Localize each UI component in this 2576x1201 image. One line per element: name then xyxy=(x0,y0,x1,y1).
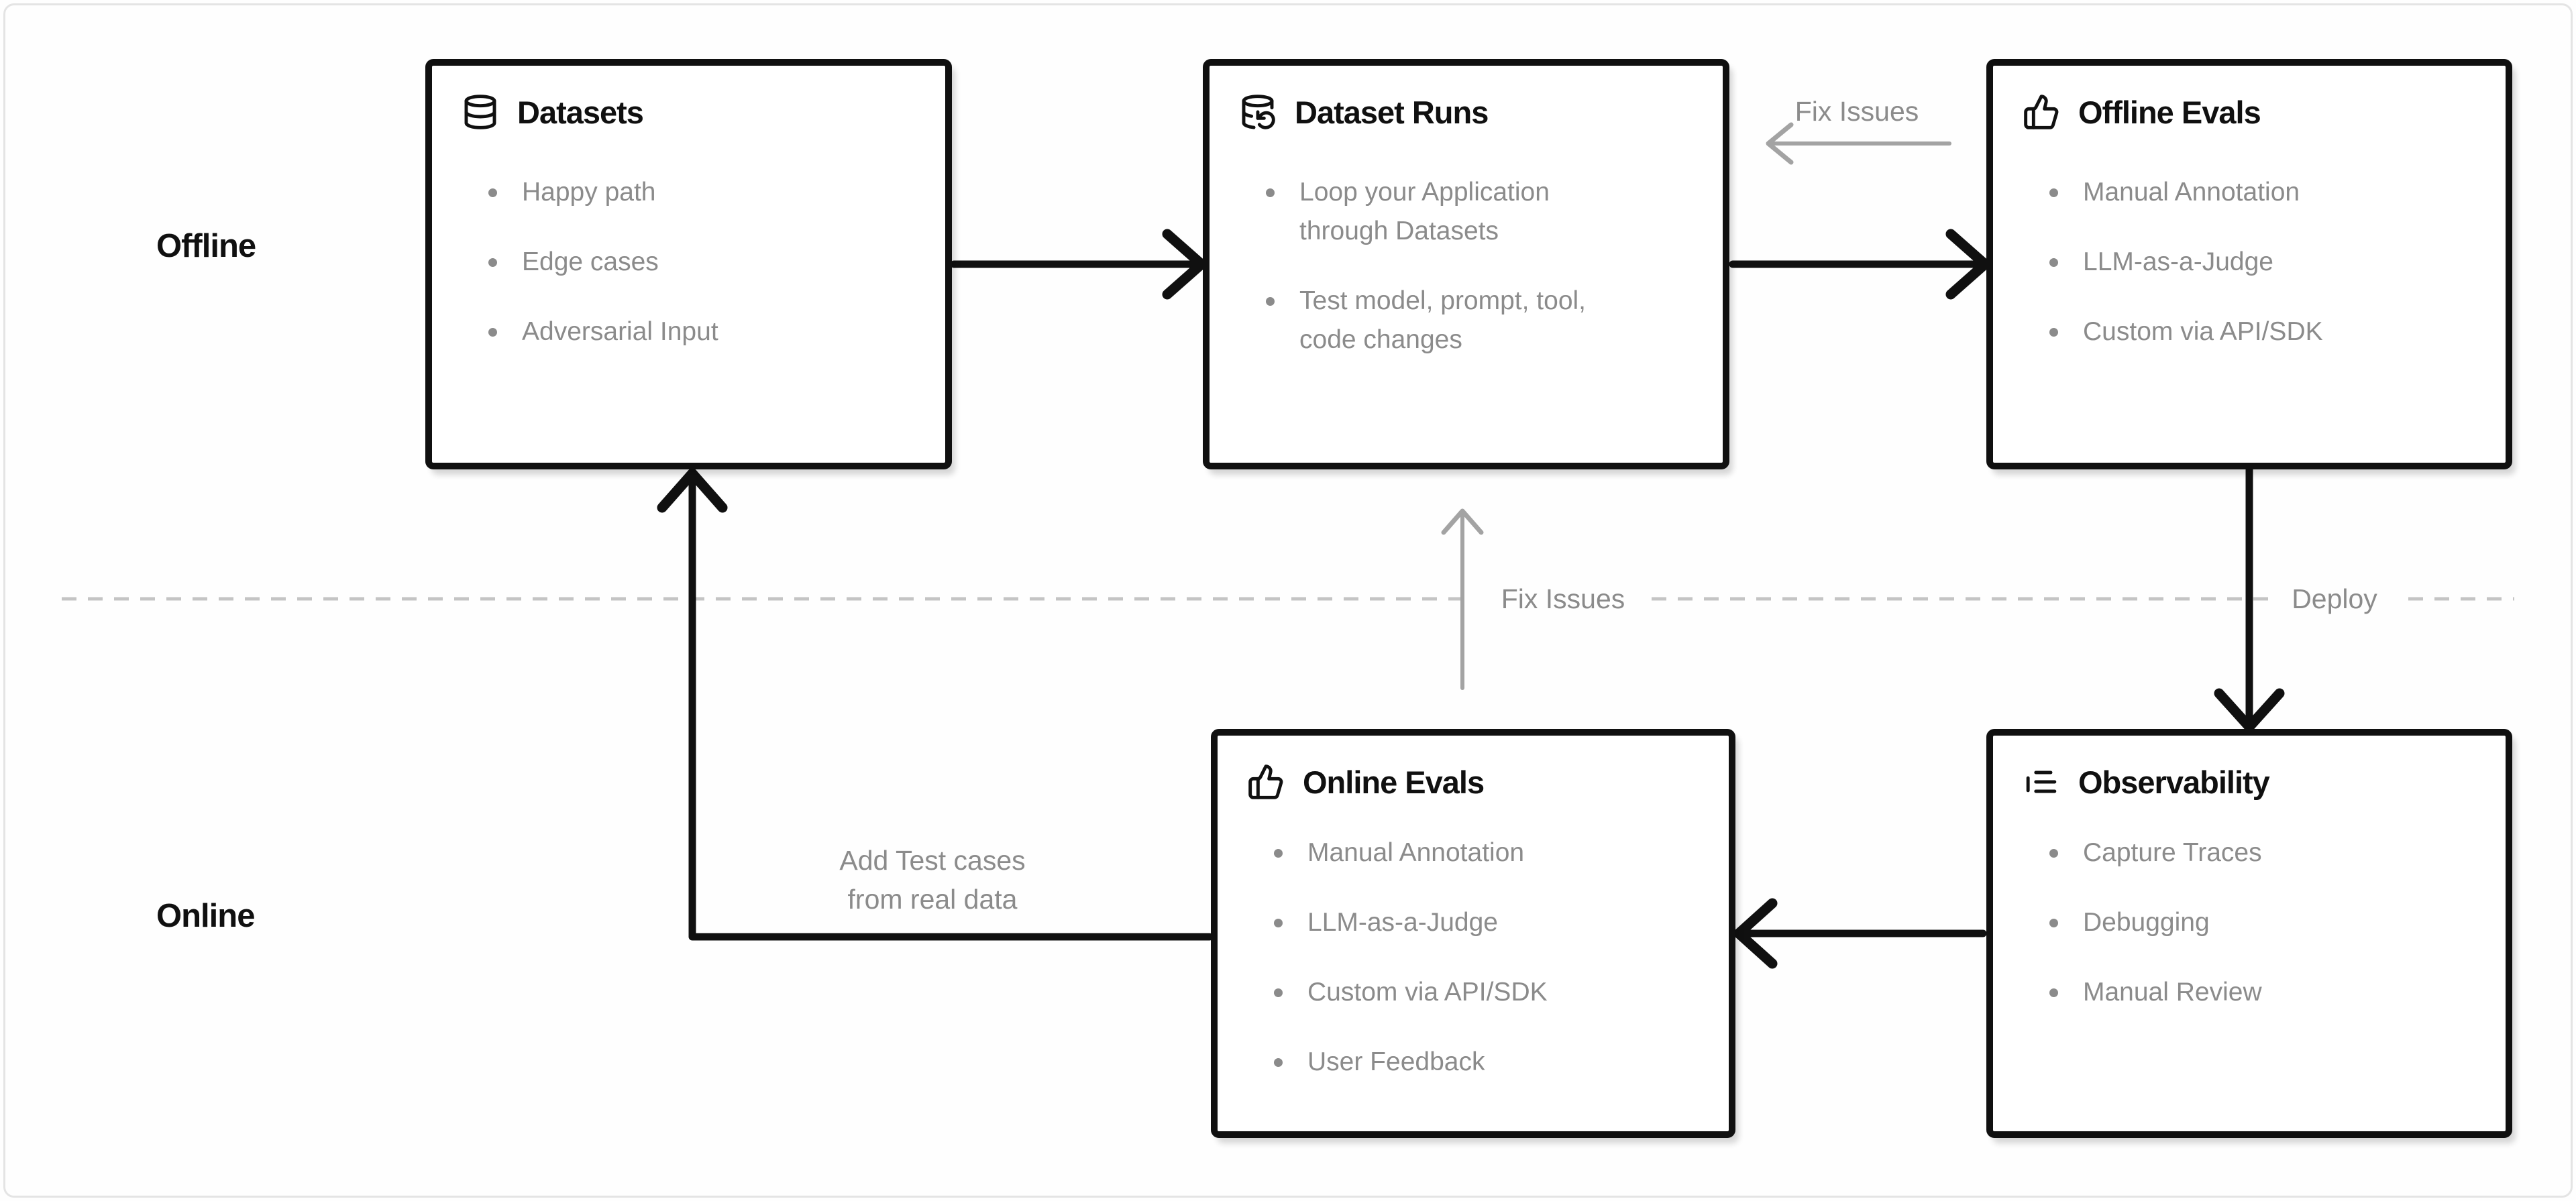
fix-issues-top-arrowhead xyxy=(1766,122,1794,165)
list-item: Debugging xyxy=(2023,903,2422,942)
list-item: Manual Annotation xyxy=(1247,834,1646,872)
thumbs-up-icon xyxy=(1247,763,1285,801)
fix-issues-mid-label: Fix Issues xyxy=(1501,583,1625,614)
list-item: LLM-as-a-Judge xyxy=(1247,903,1646,942)
arrow-onlineevals-to-datasets xyxy=(688,471,1214,941)
list-item: Custom via API/SDK xyxy=(2023,312,2422,351)
list-item: Happy path xyxy=(462,173,861,212)
database-backup-icon xyxy=(1239,93,1277,131)
node-item-list: Capture Traces Debugging Manual Review xyxy=(2023,834,2481,1012)
list-item: Adversarial Input xyxy=(462,312,861,351)
list-item: Manual Review xyxy=(2023,973,2422,1012)
node-title: Dataset Runs xyxy=(1295,94,1489,130)
logs-icon xyxy=(2023,763,2060,801)
list-item: Custom via API/SDK xyxy=(1247,973,1646,1012)
fix-issues-top-label: Fix Issues xyxy=(1794,96,1919,127)
node-item-list: Manual Annotation LLM-as-a-Judge Custom … xyxy=(1247,834,1705,1082)
arrowhead-down xyxy=(2214,688,2285,732)
list-item: Loop your Application through Datasets xyxy=(1239,173,1638,251)
add-test-cases-line1: Add Test cases xyxy=(839,845,1026,876)
node-title: Observability xyxy=(2078,764,2270,800)
section-label-offline: Offline xyxy=(156,228,256,264)
list-item: Manual Annotation xyxy=(2023,173,2422,212)
section-label-online: Online xyxy=(156,898,255,934)
add-test-cases-label: Add Test cases from real data xyxy=(839,841,1025,919)
node-title: Datasets xyxy=(517,94,644,130)
node-title: Online Evals xyxy=(1303,764,1485,800)
deploy-label: Deploy xyxy=(2292,583,2377,614)
arrowhead-left xyxy=(1733,898,1778,969)
node-item-list: Loop your Application through Datasets T… xyxy=(1239,173,1699,359)
node-dataset-runs: Dataset Runs Loop your Application throu… xyxy=(1203,59,1729,469)
fix-issues-mid-arrowhead xyxy=(1441,508,1484,535)
list-item: Capture Traces xyxy=(2023,834,2422,872)
thumbs-up-icon xyxy=(2023,93,2060,131)
node-online-evals: Online Evals Manual Annotation LLM-as-a-… xyxy=(1211,729,1735,1138)
database-icon xyxy=(462,93,499,131)
node-item-list: Happy path Edge cases Adversarial Input xyxy=(462,173,921,351)
node-header: Online Evals xyxy=(1247,762,1705,801)
arrowhead-right xyxy=(1945,229,1990,300)
node-offline-evals: Offline Evals Manual Annotation LLM-as-a… xyxy=(1986,59,2512,469)
add-test-cases-line2: from real data xyxy=(847,884,1018,915)
node-title: Offline Evals xyxy=(2078,94,2261,130)
list-item: Test model, prompt, tool, code changes xyxy=(1239,282,1638,359)
arrowhead-right xyxy=(1162,229,1207,300)
node-datasets: Datasets Happy path Edge cases Adversari… xyxy=(425,59,952,469)
list-item: User Feedback xyxy=(1247,1043,1646,1082)
node-observability: Observability Capture Traces Debugging M… xyxy=(1986,729,2512,1138)
node-header: Datasets xyxy=(462,93,921,131)
node-header: Offline Evals xyxy=(2023,93,2481,131)
node-header: Observability xyxy=(2023,762,2481,801)
node-item-list: Manual Annotation LLM-as-a-Judge Custom … xyxy=(2023,173,2481,351)
arrowhead-up xyxy=(657,468,728,513)
list-item: LLM-as-a-Judge xyxy=(2023,243,2422,282)
node-header: Dataset Runs xyxy=(1239,93,1699,131)
list-item: Edge cases xyxy=(462,243,861,282)
